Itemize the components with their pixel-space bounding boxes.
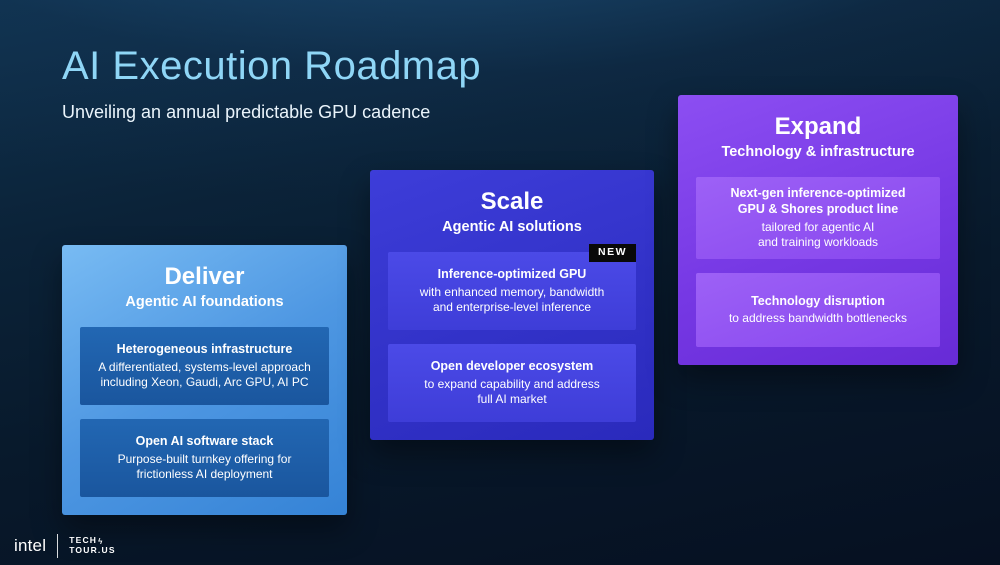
intel-logo: intel (14, 536, 47, 555)
tech-tour-logo: TECH ϟ TOUR.US (69, 535, 116, 556)
panel-expand-cards: Next-gen inference-optimized GPU & Shore… (678, 177, 958, 365)
card-body: to address bandwidth bottlenecks (728, 311, 908, 326)
tech-tour-line1: TECH (69, 535, 98, 546)
card-heading: Heterogeneous infrastructure (116, 342, 293, 357)
card-heterogeneous-infrastructure: Heterogeneous infrastructure A different… (80, 327, 329, 406)
panel-scale-cards: Inference-optimized GPU with enhanced me… (370, 252, 654, 440)
panel-expand-subtitle: Technology & infrastructure (721, 143, 915, 160)
card-body: A differentiated, systems-level approach… (98, 359, 311, 390)
panel-deliver-subtitle: Agentic AI foundations (125, 293, 284, 310)
card-body: with enhanced memory, bandwidth and ente… (419, 284, 605, 315)
slide-header: AI Execution Roadmap Unveiling an annual… (62, 44, 481, 123)
new-badge: NEW (589, 244, 636, 262)
footer-divider (57, 534, 59, 558)
card-open-developer-ecosystem: Open developer ecosystem to expand capab… (388, 344, 636, 422)
panel-deliver-header: Deliver Agentic AI foundations (62, 245, 347, 327)
panel-deliver: Deliver Agentic AI foundations Heterogen… (62, 245, 347, 515)
card-inference-optimized-gpu: Inference-optimized GPU with enhanced me… (388, 252, 636, 331)
card-heading: Next-gen inference-optimized GPU & Shore… (730, 186, 906, 217)
panel-expand: Expand Technology & infrastructure Next-… (678, 95, 958, 365)
panel-deliver-cards: Heterogeneous infrastructure A different… (62, 327, 347, 515)
card-heading: Inference-optimized GPU (437, 267, 587, 282)
card-body: Purpose-built turnkey offering for frict… (117, 451, 292, 482)
page-title: AI Execution Roadmap (62, 44, 482, 88)
panel-deliver-title: Deliver (164, 263, 245, 290)
card-body: to expand capability and address full AI… (424, 376, 600, 407)
card-heading: Open developer ecosystem (430, 359, 594, 374)
panel-scale: NEW Scale Agentic AI solutions Inference… (370, 170, 654, 440)
card-heading: Open AI software stack (135, 434, 274, 449)
card-heading: Technology disruption (751, 294, 885, 309)
spark-icon: ϟ (98, 536, 104, 546)
panel-scale-title: Scale (480, 188, 544, 215)
page-subtitle: Unveiling an annual predictable GPU cade… (62, 102, 431, 122)
tech-tour-line2: TOUR.US (69, 545, 116, 555)
panel-expand-header: Expand Technology & infrastructure (678, 95, 958, 177)
card-next-gen-gpu-shores: Next-gen inference-optimized GPU & Shore… (696, 177, 940, 259)
card-technology-disruption: Technology disruption to address bandwid… (696, 272, 940, 347)
panel-expand-title: Expand (774, 113, 862, 140)
card-body: tailored for agentic AI and training wor… (757, 219, 879, 250)
panel-scale-header: Scale Agentic AI solutions (370, 170, 654, 252)
footer-logos: intel TECH ϟ TOUR.US (14, 534, 116, 558)
card-open-ai-software-stack: Open AI software stack Purpose-built tur… (80, 419, 329, 497)
panel-scale-subtitle: Agentic AI solutions (442, 218, 582, 235)
